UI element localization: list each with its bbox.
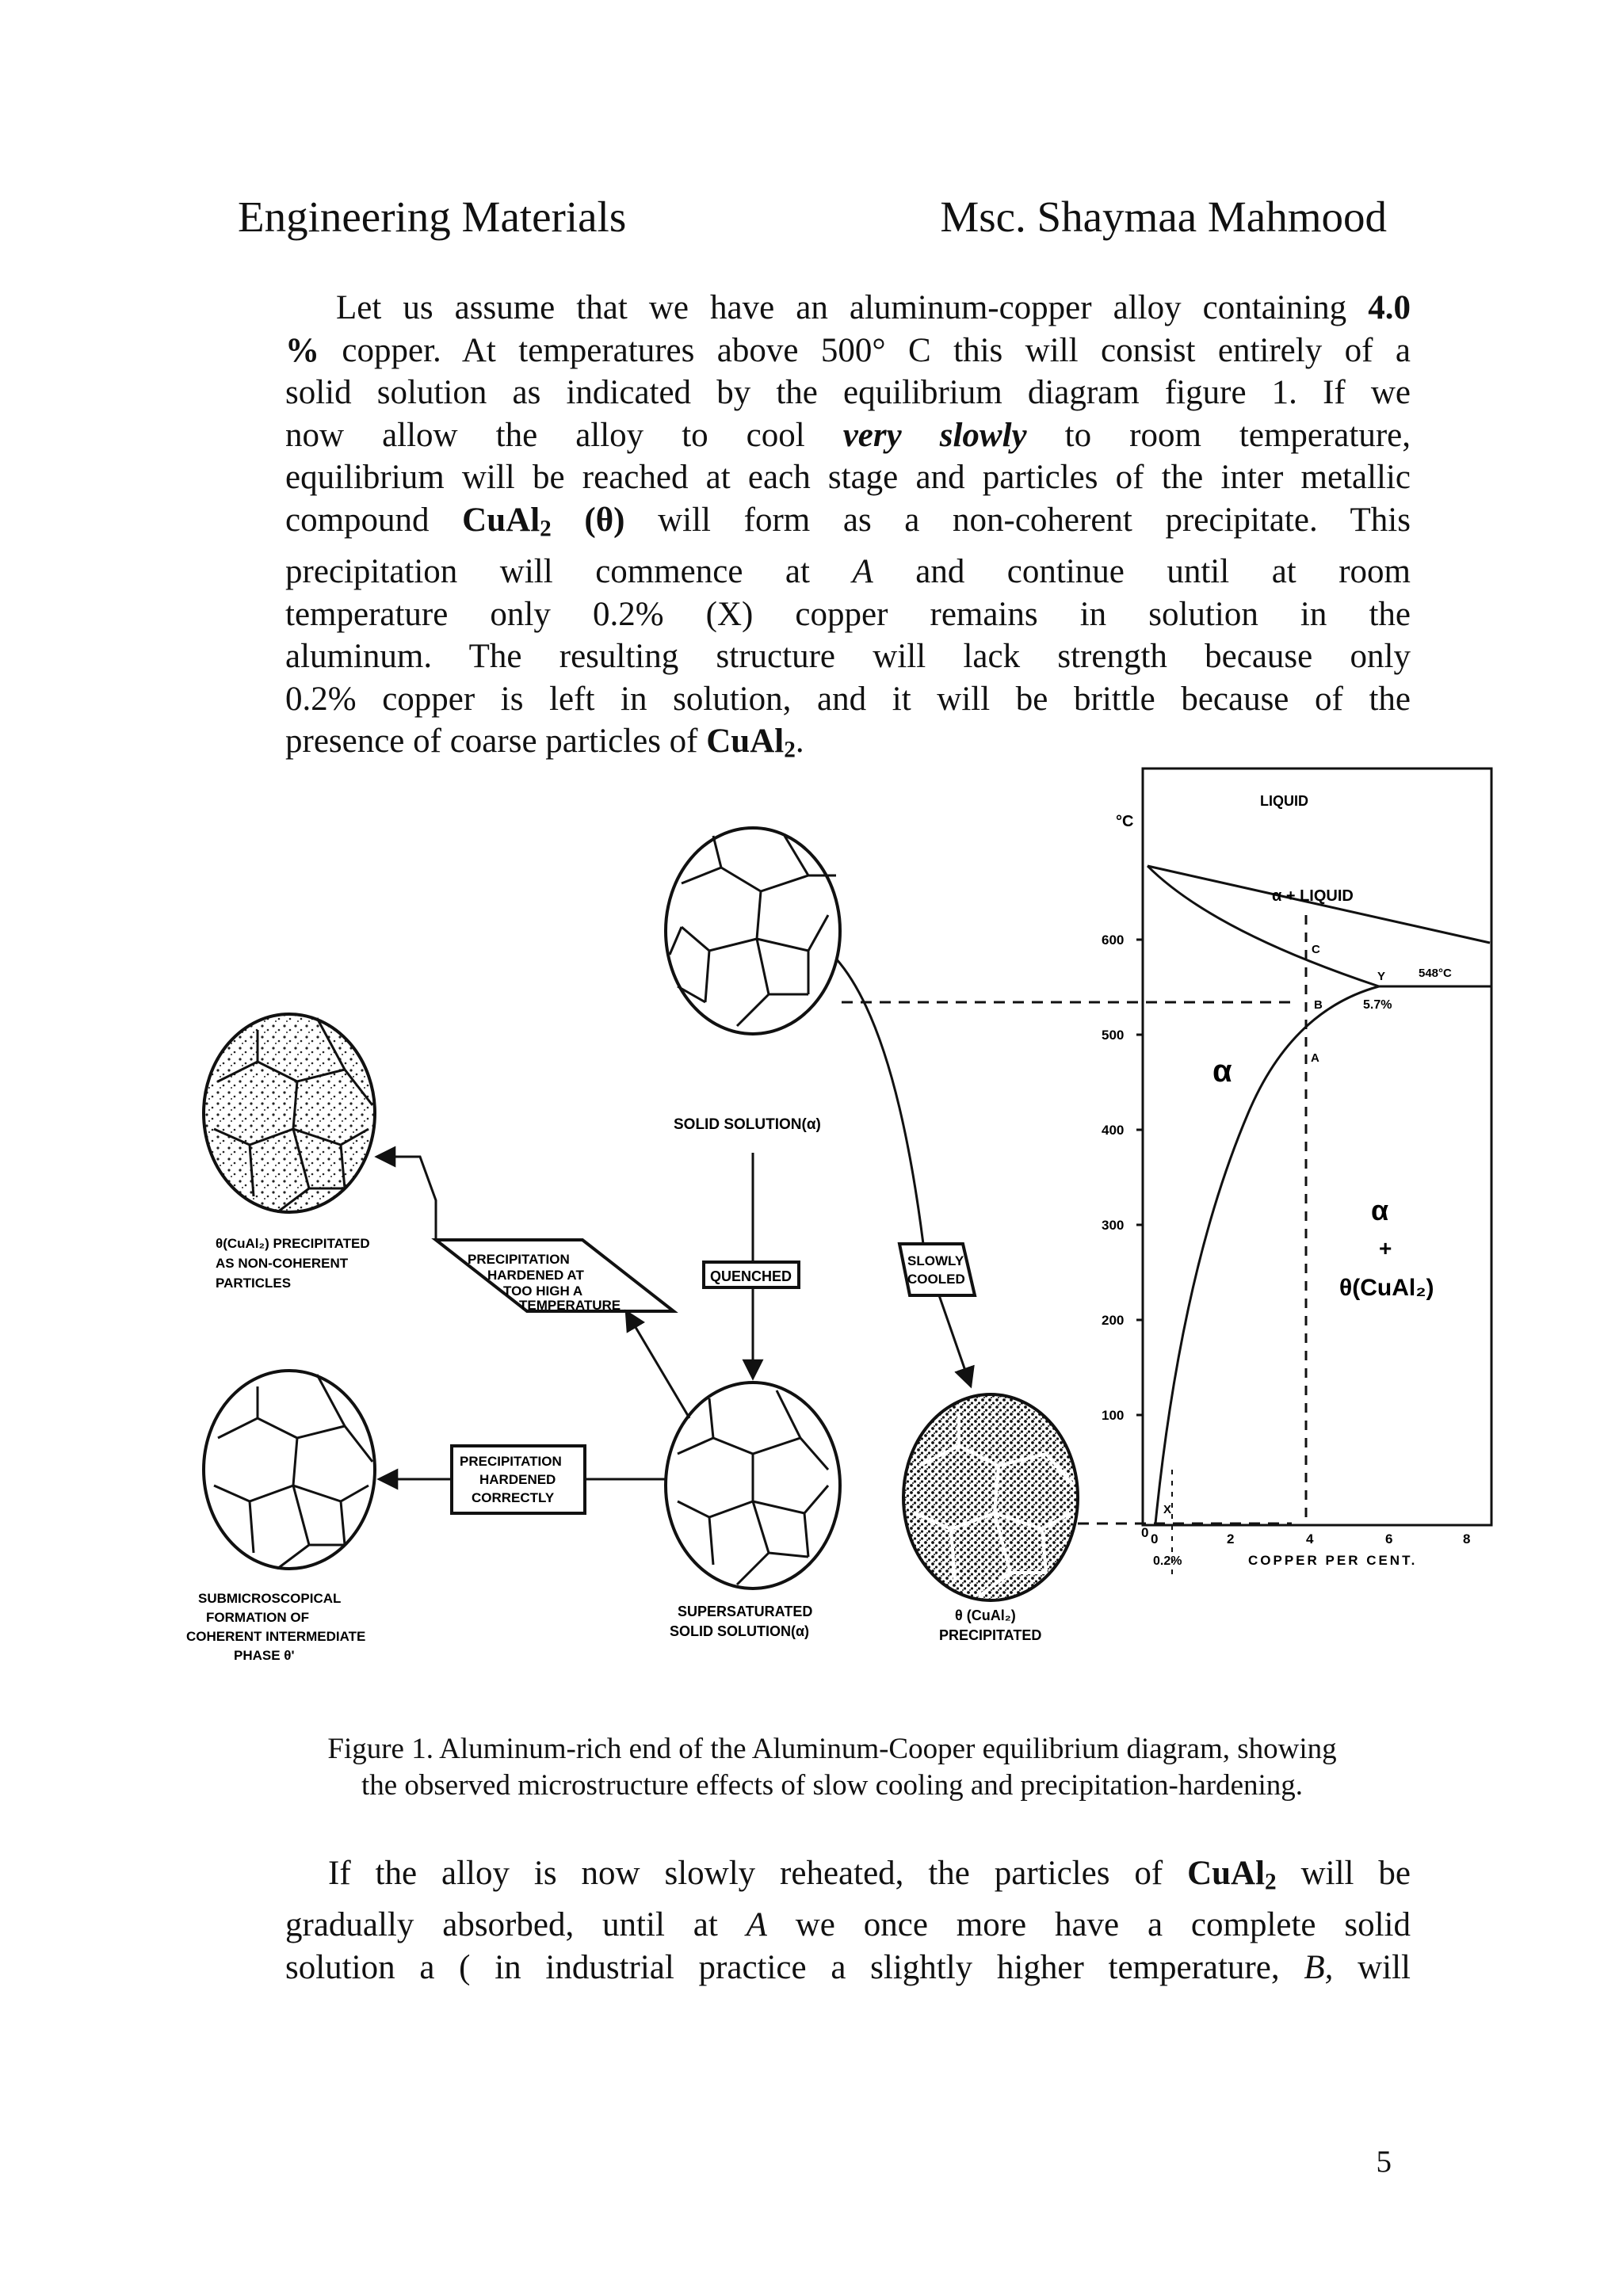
- text-line: Let us assume that we have an aluminum-c…: [285, 287, 1411, 330]
- y-tick-400: 400: [1102, 1123, 1124, 1138]
- label-submicro-3: COHERENT INTERMEDIATE: [186, 1629, 365, 1644]
- text-line: aluminum. The resulting structure will l…: [285, 635, 1411, 678]
- x-tick-8: 8: [1463, 1531, 1470, 1547]
- arrow-slow-cool-2: [939, 1295, 971, 1386]
- solvus-curve: [1155, 986, 1379, 1524]
- label-eutectic-temp: 548°C: [1419, 967, 1452, 980]
- caption-line-1: Figure 1. Aluminum-rich end of the Alumi…: [238, 1731, 1426, 1768]
- y-tick-200: 200: [1102, 1313, 1124, 1328]
- y-tick-300: 300: [1102, 1218, 1124, 1233]
- svg-text:SLOWLY: SLOWLY: [907, 1253, 964, 1268]
- paragraph-2: If the alloy is now slowly reheated, the…: [285, 1852, 1411, 1989]
- label-noncoherent-1: θ(CuAl₂) PRECIPITATED: [216, 1236, 370, 1251]
- text-line: % copper. At temperatures above 500° C t…: [285, 330, 1411, 372]
- grain-precipitated: [903, 1394, 1078, 1600]
- svg-text:COOLED: COOLED: [907, 1272, 965, 1287]
- phase-diagram: °C 600 500 400 300 200 100 0 0 2 4 6 8 0…: [1102, 769, 1491, 1581]
- grain-solid-solution: [666, 828, 840, 1034]
- point-c: C: [1312, 943, 1320, 956]
- region-alpha-theta-3: θ(CuAl₂): [1339, 1275, 1434, 1301]
- point-a: A: [1311, 1051, 1319, 1065]
- text-line: solid solution as indicated by the equil…: [285, 372, 1411, 414]
- box-hardened-correctly: PRECIPITATION HARDENED CORRECTLY: [452, 1446, 585, 1513]
- x-tick-4: 4: [1306, 1531, 1314, 1547]
- x-tick-6: 6: [1385, 1531, 1392, 1547]
- region-alpha-theta-1: α: [1371, 1194, 1388, 1226]
- running-header-author: Msc. Shaymaa Mahmood: [940, 195, 1387, 238]
- text-line: 0.2% copper is left in solution, and it …: [285, 678, 1411, 721]
- paragraph-1: Let us assume that we have an aluminum-c…: [285, 287, 1411, 772]
- grain-submicroscopic: [204, 1371, 375, 1569]
- svg-text:PRECIPITATION: PRECIPITATION: [468, 1252, 570, 1267]
- axis-unit: °C: [1116, 813, 1133, 830]
- svg-text:CORRECTLY: CORRECTLY: [472, 1490, 555, 1505]
- label-solid-solution: SOLID SOLUTION(α): [674, 1116, 821, 1133]
- region-alpha: α: [1212, 1054, 1232, 1089]
- figure-microstructure-diagram: SOLID SOLUTION(α) SUPERSATURATED SOLID S…: [182, 757, 1506, 1680]
- point-b: B: [1314, 998, 1323, 1012]
- label-eutectic-comp: 5.7%: [1363, 998, 1392, 1012]
- label-submicro-2: FORMATION OF: [206, 1610, 309, 1625]
- box-slowly-cooled: SLOWLY COOLED: [899, 1244, 975, 1295]
- grain-supersaturated: [666, 1383, 840, 1589]
- text-line: solution a ( in industrial practice a sl…: [285, 1947, 1411, 1989]
- y-tick-500: 500: [1102, 1028, 1124, 1043]
- arrow-reheat: [626, 1311, 689, 1418]
- point-y: Y: [1377, 970, 1385, 983]
- text-line: temperature only 0.2% (X) copper remains…: [285, 593, 1411, 636]
- caption-line-2: the observed microstructure effects of s…: [238, 1768, 1426, 1804]
- label-precipitated-1: θ (CuAl₂): [955, 1608, 1016, 1623]
- running-header-title: Engineering Materials: [238, 195, 626, 238]
- x-tick-2: 2: [1227, 1531, 1234, 1547]
- figure-caption: Figure 1. Aluminum-rich end of the Alumi…: [238, 1731, 1426, 1804]
- liquidus-lower: [1148, 866, 1379, 986]
- text-line: equilibrium will be reached at each stag…: [285, 456, 1411, 499]
- x-marker-0-2: 0.2%: [1153, 1554, 1182, 1568]
- x-tick-0: 0: [1151, 1531, 1158, 1547]
- box-quenched: QUENCHED: [704, 1262, 799, 1287]
- text-line: now allow the alloy to cool very slowly …: [285, 414, 1411, 457]
- label-submicro-4: PHASE θ': [234, 1648, 295, 1663]
- box-too-high-temperature: PRECIPITATION HARDENED AT TOO HIGH A TEM…: [436, 1240, 674, 1313]
- label-precipitated-2: PRECIPITATED: [939, 1627, 1041, 1643]
- y-tick-0: 0: [1141, 1525, 1148, 1540]
- text-line: If the alloy is now slowly reheated, the…: [285, 1852, 1411, 1904]
- svg-text:HARDENED: HARDENED: [479, 1472, 556, 1487]
- x-axis-label: COPPER PER CENT.: [1248, 1553, 1417, 1568]
- svg-text:TEMPERATURE: TEMPERATURE: [519, 1298, 621, 1313]
- svg-text:PRECIPITATION: PRECIPITATION: [460, 1454, 562, 1469]
- y-tick-600: 600: [1102, 933, 1124, 948]
- svg-text:HARDENED AT: HARDENED AT: [487, 1268, 584, 1283]
- page-number: 5: [1377, 2144, 1392, 2180]
- label-submicro-1: SUBMICROSCOPICAL: [198, 1591, 341, 1606]
- grain-noncoherent-precipitate: [204, 1014, 375, 1212]
- process-arrows: [376, 959, 971, 1479]
- label-noncoherent-3: PARTICLES: [216, 1276, 291, 1291]
- label-supersaturated-2: SOLID SOLUTION(α): [670, 1623, 809, 1639]
- y-tick-100: 100: [1102, 1408, 1124, 1423]
- svg-text:QUENCHED: QUENCHED: [710, 1268, 792, 1284]
- label-supersaturated-1: SUPERSATURATED: [678, 1604, 812, 1619]
- arrow-to-noncoherent: [376, 1157, 436, 1240]
- label-noncoherent-2: AS NON-COHERENT: [216, 1256, 349, 1271]
- svg-text:TOO HIGH A: TOO HIGH A: [503, 1283, 582, 1299]
- point-x: X: [1163, 1503, 1171, 1516]
- region-liquid: LIQUID: [1260, 793, 1308, 809]
- text-line: compound CuAl2 (θ) will form as a non-co…: [285, 499, 1411, 551]
- region-alpha-liquid: α + LIQUID: [1272, 887, 1354, 905]
- text-line: gradually absorbed, until at A we once m…: [285, 1904, 1411, 1947]
- text-line: precipitation will commence at A and con…: [285, 551, 1411, 593]
- region-alpha-theta-2: +: [1379, 1236, 1392, 1261]
